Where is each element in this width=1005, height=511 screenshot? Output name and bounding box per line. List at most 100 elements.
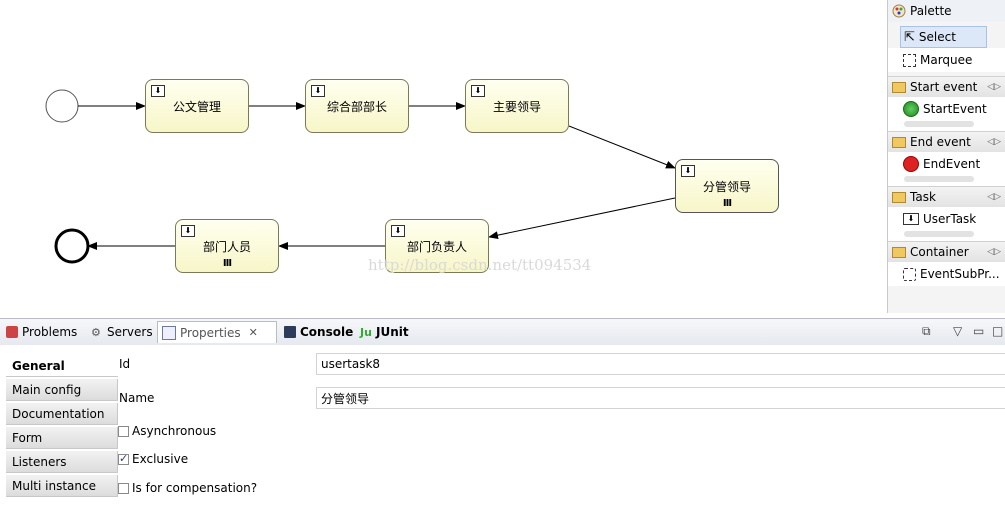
new-window-icon[interactable]: ⧉	[922, 324, 931, 338]
problems-icon	[6, 326, 18, 338]
user-task-label: UserTask	[923, 212, 977, 226]
collapse-arrows-icon[interactable]: ◁▷	[987, 137, 1001, 147]
category-start-event[interactable]: Start event ◁▷	[888, 76, 1005, 97]
side-tab-documentation[interactable]: Documentation	[6, 403, 118, 425]
start-event[interactable]	[45, 89, 79, 123]
tab-label: Console	[300, 325, 354, 339]
side-tab-label: Form	[12, 430, 43, 445]
side-tab-label: Documentation	[12, 406, 105, 421]
end-event-tool[interactable]: EndEvent	[888, 152, 1005, 176]
properties-icon	[162, 325, 176, 340]
palette-panel: Palette ⇱ Select Marquee Start event ◁▷ …	[888, 0, 1005, 313]
folder-icon	[892, 136, 906, 148]
scroll-hint	[888, 231, 1005, 241]
checkbox-box[interactable]	[118, 425, 129, 437]
minimize-icon[interactable]: ▭	[973, 324, 985, 338]
user-task-bumen-renyuan[interactable]: ⬇ 部门人员 III	[175, 219, 279, 273]
palette-icon	[892, 4, 906, 18]
event-subprocess-tool[interactable]: EventSubPr...	[888, 262, 1005, 286]
asynchronous-checkbox[interactable]: Asynchronous	[118, 424, 216, 438]
side-tab-label: Main config	[12, 382, 82, 397]
side-tab-label: General	[12, 358, 65, 373]
folder-icon	[892, 191, 906, 203]
user-task-bumen-fuzeren[interactable]: ⬇ 部门负责人	[385, 219, 489, 273]
subprocess-icon	[903, 267, 916, 281]
servers-icon: ⚙	[91, 326, 101, 339]
flow-4[interactable]	[568, 125, 676, 169]
category-container[interactable]: Container ◁▷	[888, 241, 1005, 262]
views-tab-bar: Problems ⚙ Servers Properties ✕ Console …	[0, 318, 1005, 346]
task-label: 部门人员	[202, 239, 251, 254]
tab-label: Servers	[107, 325, 153, 339]
tab-servers[interactable]: ⚙ Servers	[87, 321, 157, 343]
name-value: 分管领导	[321, 391, 370, 406]
collapse-arrows-icon[interactable]: ◁▷	[987, 192, 1001, 202]
select-tool[interactable]: ⇱ Select	[900, 26, 987, 48]
side-tab-multi-instance[interactable]: Multi instance	[6, 475, 118, 497]
id-value: usertask8	[321, 357, 381, 371]
start-event-icon	[903, 101, 919, 117]
collapse-arrows-icon[interactable]: ◁▷	[987, 247, 1001, 257]
scroll-hint	[888, 176, 1005, 186]
tab-console[interactable]: Console	[280, 321, 357, 343]
user-task-zhuyao[interactable]: ⬇ 主要领导	[465, 79, 569, 133]
category-label: Start event	[910, 80, 978, 94]
category-label: End event	[910, 135, 971, 149]
marquee-tool[interactable]: Marquee	[888, 48, 1005, 72]
user-task-gongwen[interactable]: ⬇ 公文管理	[145, 79, 249, 133]
user-task-icon: ⬇	[903, 213, 919, 225]
folder-icon	[892, 81, 906, 93]
watermark: http://blog.csdn.net/tt094534	[368, 256, 592, 274]
user-task-icon: ⬇	[151, 85, 165, 97]
user-task-zonghebu[interactable]: ⬇ 综合部部长	[305, 79, 409, 133]
maximize-icon[interactable]: □	[992, 324, 1004, 338]
tab-label: JUnit	[376, 325, 409, 339]
task-label: 公文管理	[172, 99, 221, 114]
close-icon[interactable]: ✕	[248, 326, 258, 339]
end-event[interactable]	[54, 228, 90, 264]
properties-view: General Main config Documentation Form L…	[0, 345, 1005, 511]
user-task-tool[interactable]: ⬇ UserTask	[888, 207, 1005, 231]
task-label: 分管领导	[702, 179, 751, 194]
checkbox-box[interactable]	[118, 482, 129, 494]
user-task-icon: ⬇	[681, 165, 695, 177]
palette-header[interactable]: Palette	[888, 0, 1005, 22]
checkbox-label: Is for compensation?	[132, 481, 258, 495]
id-field[interactable]: usertask8	[316, 353, 1005, 375]
tab-properties[interactable]: Properties ✕	[157, 321, 277, 343]
end-event-icon	[903, 156, 919, 172]
multi-instance-marker: III	[222, 258, 232, 269]
tab-problems[interactable]: Problems	[2, 321, 81, 343]
id-label: Id	[119, 357, 131, 371]
junit-icon: Ju	[360, 326, 372, 339]
tab-label: Properties	[180, 325, 241, 340]
user-task-icon: ⬇	[471, 85, 485, 97]
folder-icon	[892, 246, 906, 258]
side-tab-general[interactable]: General	[6, 355, 118, 377]
side-tab-form[interactable]: Form	[6, 427, 118, 449]
category-task[interactable]: Task ◁▷	[888, 186, 1005, 207]
collapse-arrows-icon[interactable]: ◁▷	[987, 82, 1001, 92]
view-menu-icon[interactable]: ▽	[953, 324, 963, 338]
category-end-event[interactable]: End event ◁▷	[888, 131, 1005, 152]
flow-connections	[45, 89, 676, 264]
category-label: Container	[910, 245, 969, 259]
tab-label: Problems	[22, 325, 78, 339]
side-tab-listeners[interactable]: Listeners	[6, 451, 118, 473]
compensation-checkbox[interactable]: Is for compensation?	[118, 481, 257, 495]
exclusive-checkbox[interactable]: Exclusive	[118, 452, 188, 466]
name-field[interactable]: 分管领导	[316, 387, 1005, 409]
tab-junit[interactable]: Ju JUnit	[356, 321, 413, 343]
start-event-label: StartEvent	[923, 102, 987, 116]
flow-5[interactable]	[488, 197, 676, 240]
side-tab-label: Multi instance	[12, 478, 96, 493]
diagram-canvas[interactable]: ⬇ 公文管理 ⬇ 综合部部长 ⬇ 主要领导 ⬇ 分管领导 III ⬇ 部门负责人…	[0, 0, 888, 313]
checkbox-box[interactable]	[118, 452, 129, 465]
palette-title: Palette	[910, 4, 952, 18]
side-tab-main-config[interactable]: Main config	[6, 379, 118, 401]
user-task-fenguan[interactable]: ⬇ 分管领导 III	[675, 159, 779, 213]
start-event-tool[interactable]: StartEvent	[888, 97, 1005, 121]
scroll-hint	[888, 121, 1005, 131]
console-icon	[284, 326, 296, 338]
side-tab-label: Listeners	[12, 454, 67, 469]
